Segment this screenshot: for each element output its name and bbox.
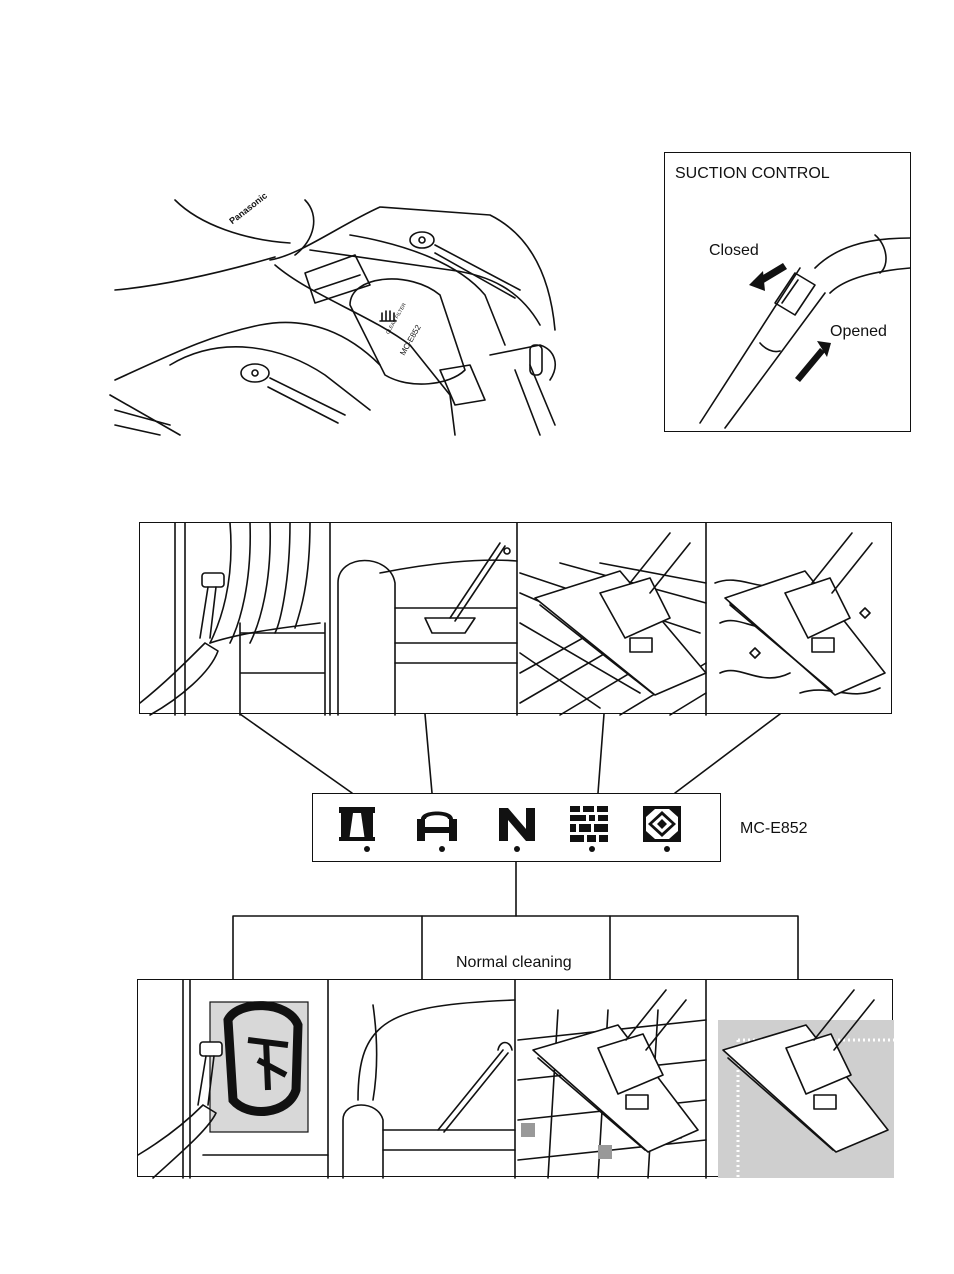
carpet-scene <box>718 990 894 1178</box>
rug-icon[interactable] <box>643 806 681 842</box>
normal-cleaning-label: Normal cleaning <box>456 955 572 971</box>
bricks-icon[interactable] <box>570 806 608 842</box>
indicator-dot-rug <box>664 846 670 852</box>
sofa-icon[interactable] <box>417 809 457 841</box>
indicator-dot-normal <box>514 846 520 852</box>
sofa-crevice-scene <box>343 1000 515 1178</box>
control-panel-model-label: MC-E852 <box>740 821 808 837</box>
bottom-scene-panels <box>137 979 893 1177</box>
control-panel <box>312 793 721 862</box>
indicator-dot-sofa <box>439 846 445 852</box>
tapestry-scene <box>138 980 328 1178</box>
indicator-dot-bricks <box>589 846 595 852</box>
curtain-icon[interactable] <box>339 807 375 841</box>
normal-icon[interactable] <box>499 808 535 841</box>
tile-floor-scene <box>518 990 706 1178</box>
indicator-dot-curtain <box>364 846 370 852</box>
